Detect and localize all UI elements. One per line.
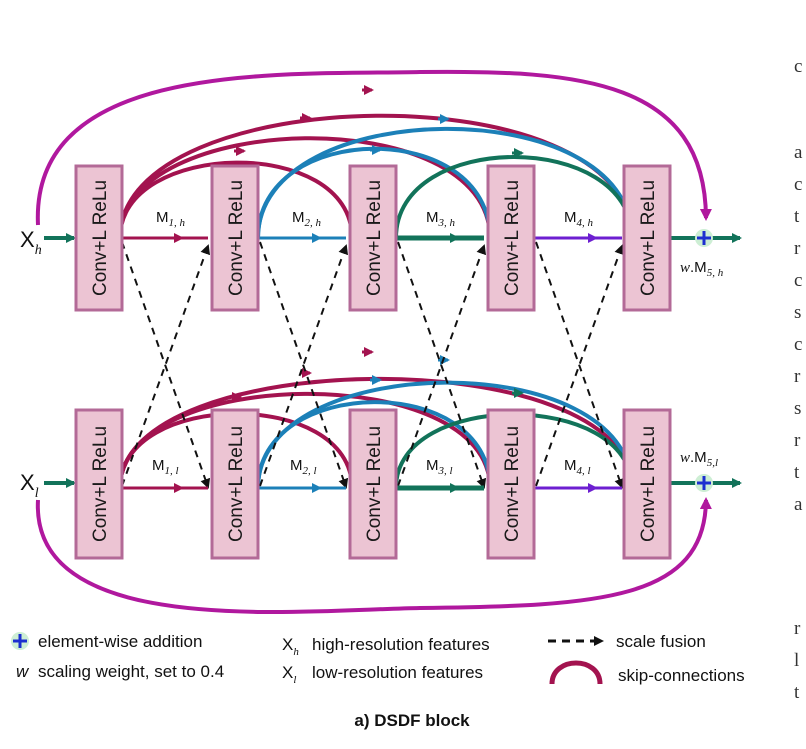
high-skip-arcs bbox=[118, 113, 634, 239]
block-label: Conv+L ReLu bbox=[502, 180, 523, 296]
edge-label-m3l: M3, l bbox=[426, 457, 453, 477]
block-label: Conv+L ReLu bbox=[364, 180, 385, 296]
block-label: Conv+L ReLu bbox=[502, 426, 523, 542]
high-block-4: Conv+L ReLu bbox=[486, 164, 536, 312]
block-label: Conv+L ReLu bbox=[226, 426, 247, 542]
svg-text:c: c bbox=[794, 56, 802, 77]
legend-addition: element-wise addition bbox=[38, 632, 202, 651]
block-label: Conv+L ReLu bbox=[364, 426, 385, 542]
high-block-1: Conv+L ReLu bbox=[74, 164, 124, 312]
block-label: Conv+L ReLu bbox=[90, 180, 111, 296]
high-block-5: Conv+L ReLu bbox=[622, 164, 672, 312]
global-skip-high bbox=[35, 69, 712, 226]
edge-label-m3h: M3, h bbox=[426, 209, 456, 229]
global-skip-low bbox=[35, 497, 712, 614]
low-block-5: Conv+L ReLu bbox=[622, 408, 672, 560]
high-block-2: Conv+L ReLu bbox=[210, 164, 260, 312]
block-label: Conv+L ReLu bbox=[638, 180, 659, 296]
high-arc-arrowheads bbox=[234, 85, 524, 158]
low-block-3: Conv+L ReLu bbox=[348, 408, 398, 560]
low-arc-arrowheads bbox=[230, 347, 524, 402]
block-label: Conv+L ReLu bbox=[638, 426, 659, 542]
svg-text:t: t bbox=[794, 462, 800, 483]
plus-icon bbox=[11, 632, 29, 650]
cropped-margin-text: c a c t r c s c r s r t a r l t bbox=[794, 56, 803, 703]
high-block-3: Conv+L ReLu bbox=[348, 164, 398, 312]
legend-low-symbol: Xl bbox=[282, 663, 296, 686]
edge-label-m1l: M1, l bbox=[152, 457, 179, 477]
svg-text:r: r bbox=[794, 366, 801, 387]
edge-label-m4h: M4, h bbox=[564, 209, 594, 229]
low-block-4: Conv+L ReLu bbox=[486, 408, 536, 560]
legend-fusion: scale fusion bbox=[616, 632, 706, 651]
legend-high-symbol: Xh bbox=[282, 635, 299, 658]
svg-text:r: r bbox=[794, 618, 801, 639]
svg-text:c: c bbox=[794, 270, 802, 291]
figure-caption: a) DSDF block bbox=[354, 711, 470, 730]
edge-label-m2l: M2, l bbox=[290, 457, 317, 477]
svg-text:a: a bbox=[794, 494, 803, 515]
svg-text:t: t bbox=[794, 206, 800, 227]
legend-weight: scaling weight, set to 0.4 bbox=[38, 662, 224, 681]
svg-text:r: r bbox=[794, 238, 801, 259]
legend-high: high-resolution features bbox=[312, 635, 490, 654]
low-block-1: Conv+L ReLu bbox=[74, 408, 124, 560]
svg-text:s: s bbox=[794, 302, 801, 323]
plus-icon-low bbox=[695, 474, 713, 492]
svg-text:s: s bbox=[794, 398, 801, 419]
plus-icon-high bbox=[695, 229, 713, 247]
legend: element-wise addition w scaling weight, … bbox=[11, 632, 745, 686]
svg-text:r: r bbox=[794, 430, 801, 451]
svg-text:c: c bbox=[794, 334, 802, 355]
output-label-low: w.M5,l bbox=[680, 449, 718, 469]
input-label-high: Xh bbox=[20, 227, 42, 258]
skip-arc-icon bbox=[549, 660, 603, 685]
block-label: Conv+L ReLu bbox=[90, 426, 111, 542]
edge-label-m1h: M1, h bbox=[156, 209, 186, 229]
svg-text:l: l bbox=[794, 650, 799, 671]
scale-fusion-links bbox=[121, 241, 625, 489]
block-label: Conv+L ReLu bbox=[226, 180, 247, 296]
svg-text:c: c bbox=[794, 174, 802, 195]
output-label-high: w.M5, h bbox=[680, 259, 724, 279]
input-label-low: Xl bbox=[20, 470, 39, 501]
svg-text:a: a bbox=[794, 142, 803, 163]
legend-low: low-resolution features bbox=[312, 663, 483, 682]
legend-skip: skip-connections bbox=[618, 666, 745, 685]
svg-text:t: t bbox=[794, 682, 800, 703]
edge-label-m2h: M2, h bbox=[292, 209, 322, 229]
low-block-2: Conv+L ReLu bbox=[210, 408, 260, 560]
legend-weight-symbol: w bbox=[16, 662, 30, 681]
edge-label-m4l: M4, l bbox=[564, 457, 591, 477]
